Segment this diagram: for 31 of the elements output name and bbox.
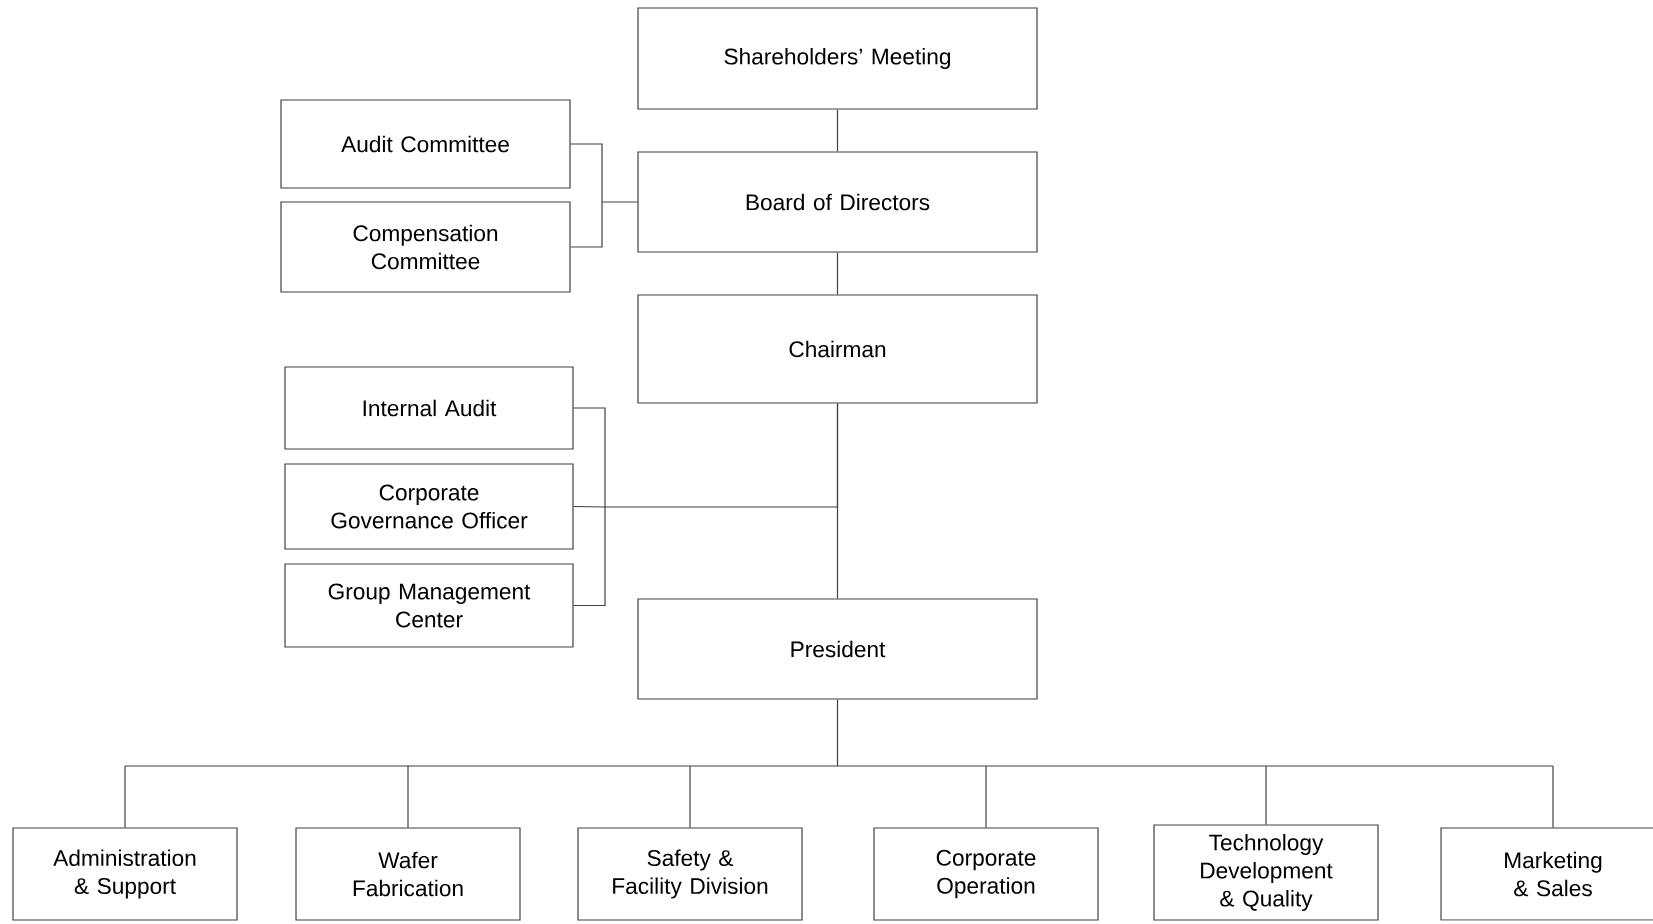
org-box: Compensation Committee (280, 201, 571, 293)
org-box: President (637, 598, 1038, 700)
connector-line (570, 143, 603, 203)
org-box: Marketing & Sales (1440, 827, 1653, 921)
connector-line (601, 201, 639, 203)
org-box: Corporate Operation (873, 827, 1099, 921)
connector-line (124, 765, 126, 828)
connector-line (836, 109, 839, 152)
org-box: Wafer Fabrication (295, 827, 521, 921)
org-box: Audit Committee (280, 99, 571, 189)
org-box: Group Management Center (284, 563, 574, 648)
connector-line (573, 506, 606, 607)
connector-line (985, 765, 987, 828)
org-box: Shareholders’ Meeting (637, 7, 1038, 110)
org-box: Administration & Support (12, 827, 238, 921)
connector-line (124, 699, 1554, 767)
org-box: Safety & Facility Division (577, 827, 803, 921)
connector-line (689, 765, 691, 828)
connector-line (570, 201, 603, 248)
org-box: Board of Directors (637, 151, 1038, 253)
org-box: Corporate Governance Officer (284, 463, 574, 550)
org-box: Internal Audit (284, 366, 574, 450)
org-box: Chairman (637, 294, 1038, 404)
connector-line (1265, 765, 1267, 825)
connector-line (407, 765, 409, 828)
connector-line (573, 407, 606, 508)
org-box: Technology Development & Quality (1153, 824, 1379, 921)
connector-line (573, 505, 606, 508)
connector-line (836, 403, 839, 599)
connector-line (836, 252, 839, 295)
connector-line (1552, 765, 1554, 828)
